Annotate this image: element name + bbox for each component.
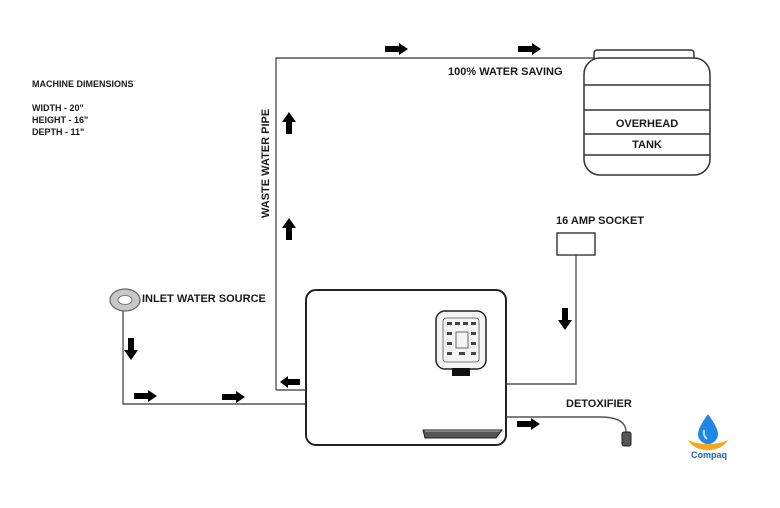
dimension-height: HEIGHT - 16" xyxy=(32,115,89,125)
panel-button xyxy=(447,322,452,325)
overhead-label: OVERHEAD xyxy=(615,118,679,130)
panel-button xyxy=(447,332,452,335)
inlet-tap xyxy=(109,288,141,312)
panel-button xyxy=(447,342,452,345)
panel-button xyxy=(455,322,460,325)
arrow-left-icon xyxy=(280,376,300,388)
arrow-right-icon xyxy=(134,390,157,402)
arrow-right-icon xyxy=(517,418,540,430)
machine xyxy=(305,289,507,446)
tank-label: TANK xyxy=(632,139,662,151)
dimension-width: WIDTH - 20" xyxy=(32,103,84,113)
panel-button xyxy=(471,342,476,345)
arrow-down-icon xyxy=(558,308,572,330)
detoxifier-probe xyxy=(621,431,632,447)
compaq-logo xyxy=(688,414,728,450)
machine-dimensions: MACHINE DIMENSIONS WIDTH - 20" HEIGHT - … xyxy=(32,78,134,138)
detoxifier-label: DETOXIFIER xyxy=(566,398,632,410)
socket-label: 16 AMP SOCKET xyxy=(556,215,645,227)
control-panel-screen xyxy=(442,317,480,363)
panel-button xyxy=(459,352,465,355)
logo-name: Compaq xyxy=(691,450,727,460)
hands-icon xyxy=(688,440,728,450)
tap-hole xyxy=(117,295,133,305)
panel-connector xyxy=(452,368,470,376)
pipes xyxy=(122,57,627,433)
panel-display xyxy=(455,331,469,349)
inlet-pipe-line xyxy=(122,308,306,405)
water-saving-label: 100% WATER SAVING xyxy=(448,66,563,78)
overhead-tank xyxy=(583,49,711,176)
panel-button xyxy=(471,352,476,355)
panel-button xyxy=(471,322,476,325)
inlet-label: INLET WATER SOURCE xyxy=(142,293,266,305)
control-panel-buttons xyxy=(447,322,476,355)
power-cable-line xyxy=(505,254,577,385)
dimensions-heading: MACHINE DIMENSIONS xyxy=(32,79,134,89)
panel-button xyxy=(471,332,476,335)
panel-button xyxy=(463,322,468,325)
drop-highlight xyxy=(702,429,708,440)
dimension-depth: DEPTH - 11" xyxy=(32,127,85,137)
waste-water-pipe-line xyxy=(275,57,598,390)
water-drop-icon xyxy=(698,414,718,444)
arrow-right-icon xyxy=(518,43,541,55)
socket-box xyxy=(556,232,596,256)
waste-pipe-label: WASTE WATER PIPE xyxy=(260,108,272,218)
arrow-up-icon xyxy=(282,218,296,240)
arrow-right-icon xyxy=(385,43,408,55)
arrow-down-icon xyxy=(124,338,138,360)
detoxifier-line xyxy=(505,416,627,433)
arrow-right-icon xyxy=(222,391,245,403)
panel-button xyxy=(447,352,452,355)
arrow-up-icon xyxy=(282,112,296,134)
tank-body xyxy=(583,57,711,176)
drain-tray xyxy=(422,429,503,439)
